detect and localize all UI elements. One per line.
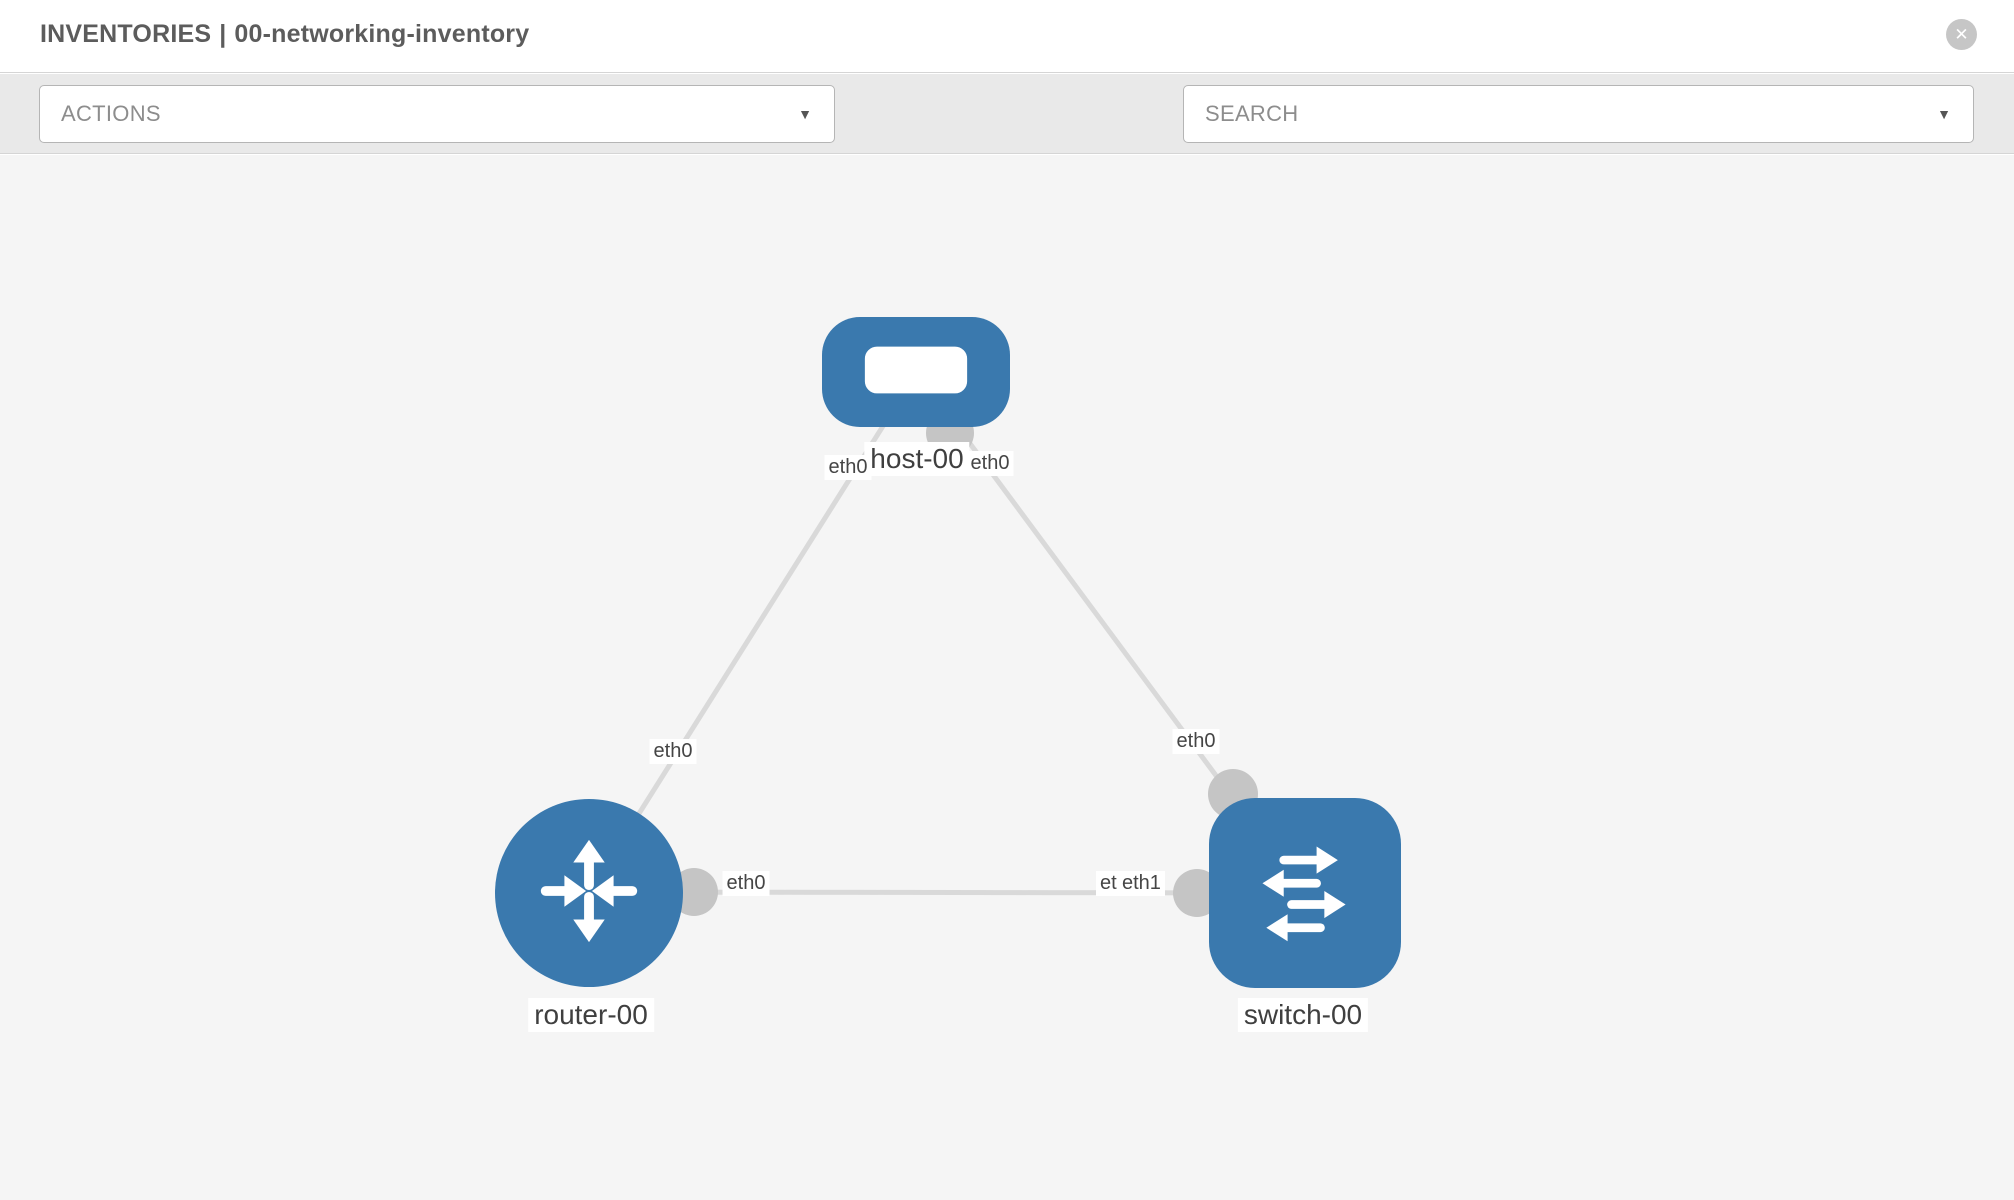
node-switch-00[interactable] bbox=[1209, 798, 1401, 988]
node-router-00[interactable] bbox=[495, 799, 683, 987]
iface-label-host-left: eth0 bbox=[824, 455, 872, 480]
actions-dropdown-label: ACTIONS bbox=[61, 101, 161, 126]
topology-links-layer bbox=[586, 370, 1306, 917]
iface-label-switch-upper: eth0 bbox=[1172, 729, 1220, 754]
panel-header: INVENTORIES|00-networking-inventory ✕ bbox=[0, 0, 2014, 73]
node-label-router: router-00 bbox=[528, 998, 654, 1032]
toolbar: ACTIONS ▼ SEARCH ▼ bbox=[0, 74, 2014, 204]
iface-label-host-right: eth0 bbox=[966, 451, 1014, 476]
close-icon: ✕ bbox=[1954, 24, 1969, 44]
chevron-down-icon: ▼ bbox=[798, 106, 812, 122]
router-icon bbox=[530, 832, 648, 955]
page-title: INVENTORIES|00-networking-inventory bbox=[40, 20, 529, 49]
actions-dropdown[interactable]: ACTIONS ▼ bbox=[39, 85, 835, 143]
switch-icon bbox=[1247, 833, 1363, 954]
search-dropdown-label: SEARCH bbox=[1205, 101, 1299, 126]
chevron-down-icon: ▼ bbox=[1937, 106, 1951, 122]
node-label-switch: switch-00 bbox=[1237, 998, 1369, 1032]
iface-label-mid-router: eth0 bbox=[722, 871, 770, 896]
breadcrumb-section: INVENTORIES bbox=[40, 20, 212, 48]
iface-label-router-upper: eth0 bbox=[649, 739, 697, 764]
host-icon bbox=[864, 345, 968, 400]
iface-label-mid-switch-eth1: eth1 bbox=[1118, 871, 1165, 896]
topology-canvas[interactable]: host-00 router-00 switch-00 eth0 eth0 et… bbox=[0, 155, 2014, 1200]
node-host-00[interactable] bbox=[822, 317, 1010, 427]
node-label-host: host-00 bbox=[864, 442, 970, 476]
breadcrumb-separator: | bbox=[219, 20, 227, 48]
search-dropdown[interactable]: SEARCH ▼ bbox=[1183, 85, 1974, 143]
close-button[interactable]: ✕ bbox=[1946, 19, 1977, 50]
breadcrumb-item: 00-networking-inventory bbox=[234, 20, 530, 48]
